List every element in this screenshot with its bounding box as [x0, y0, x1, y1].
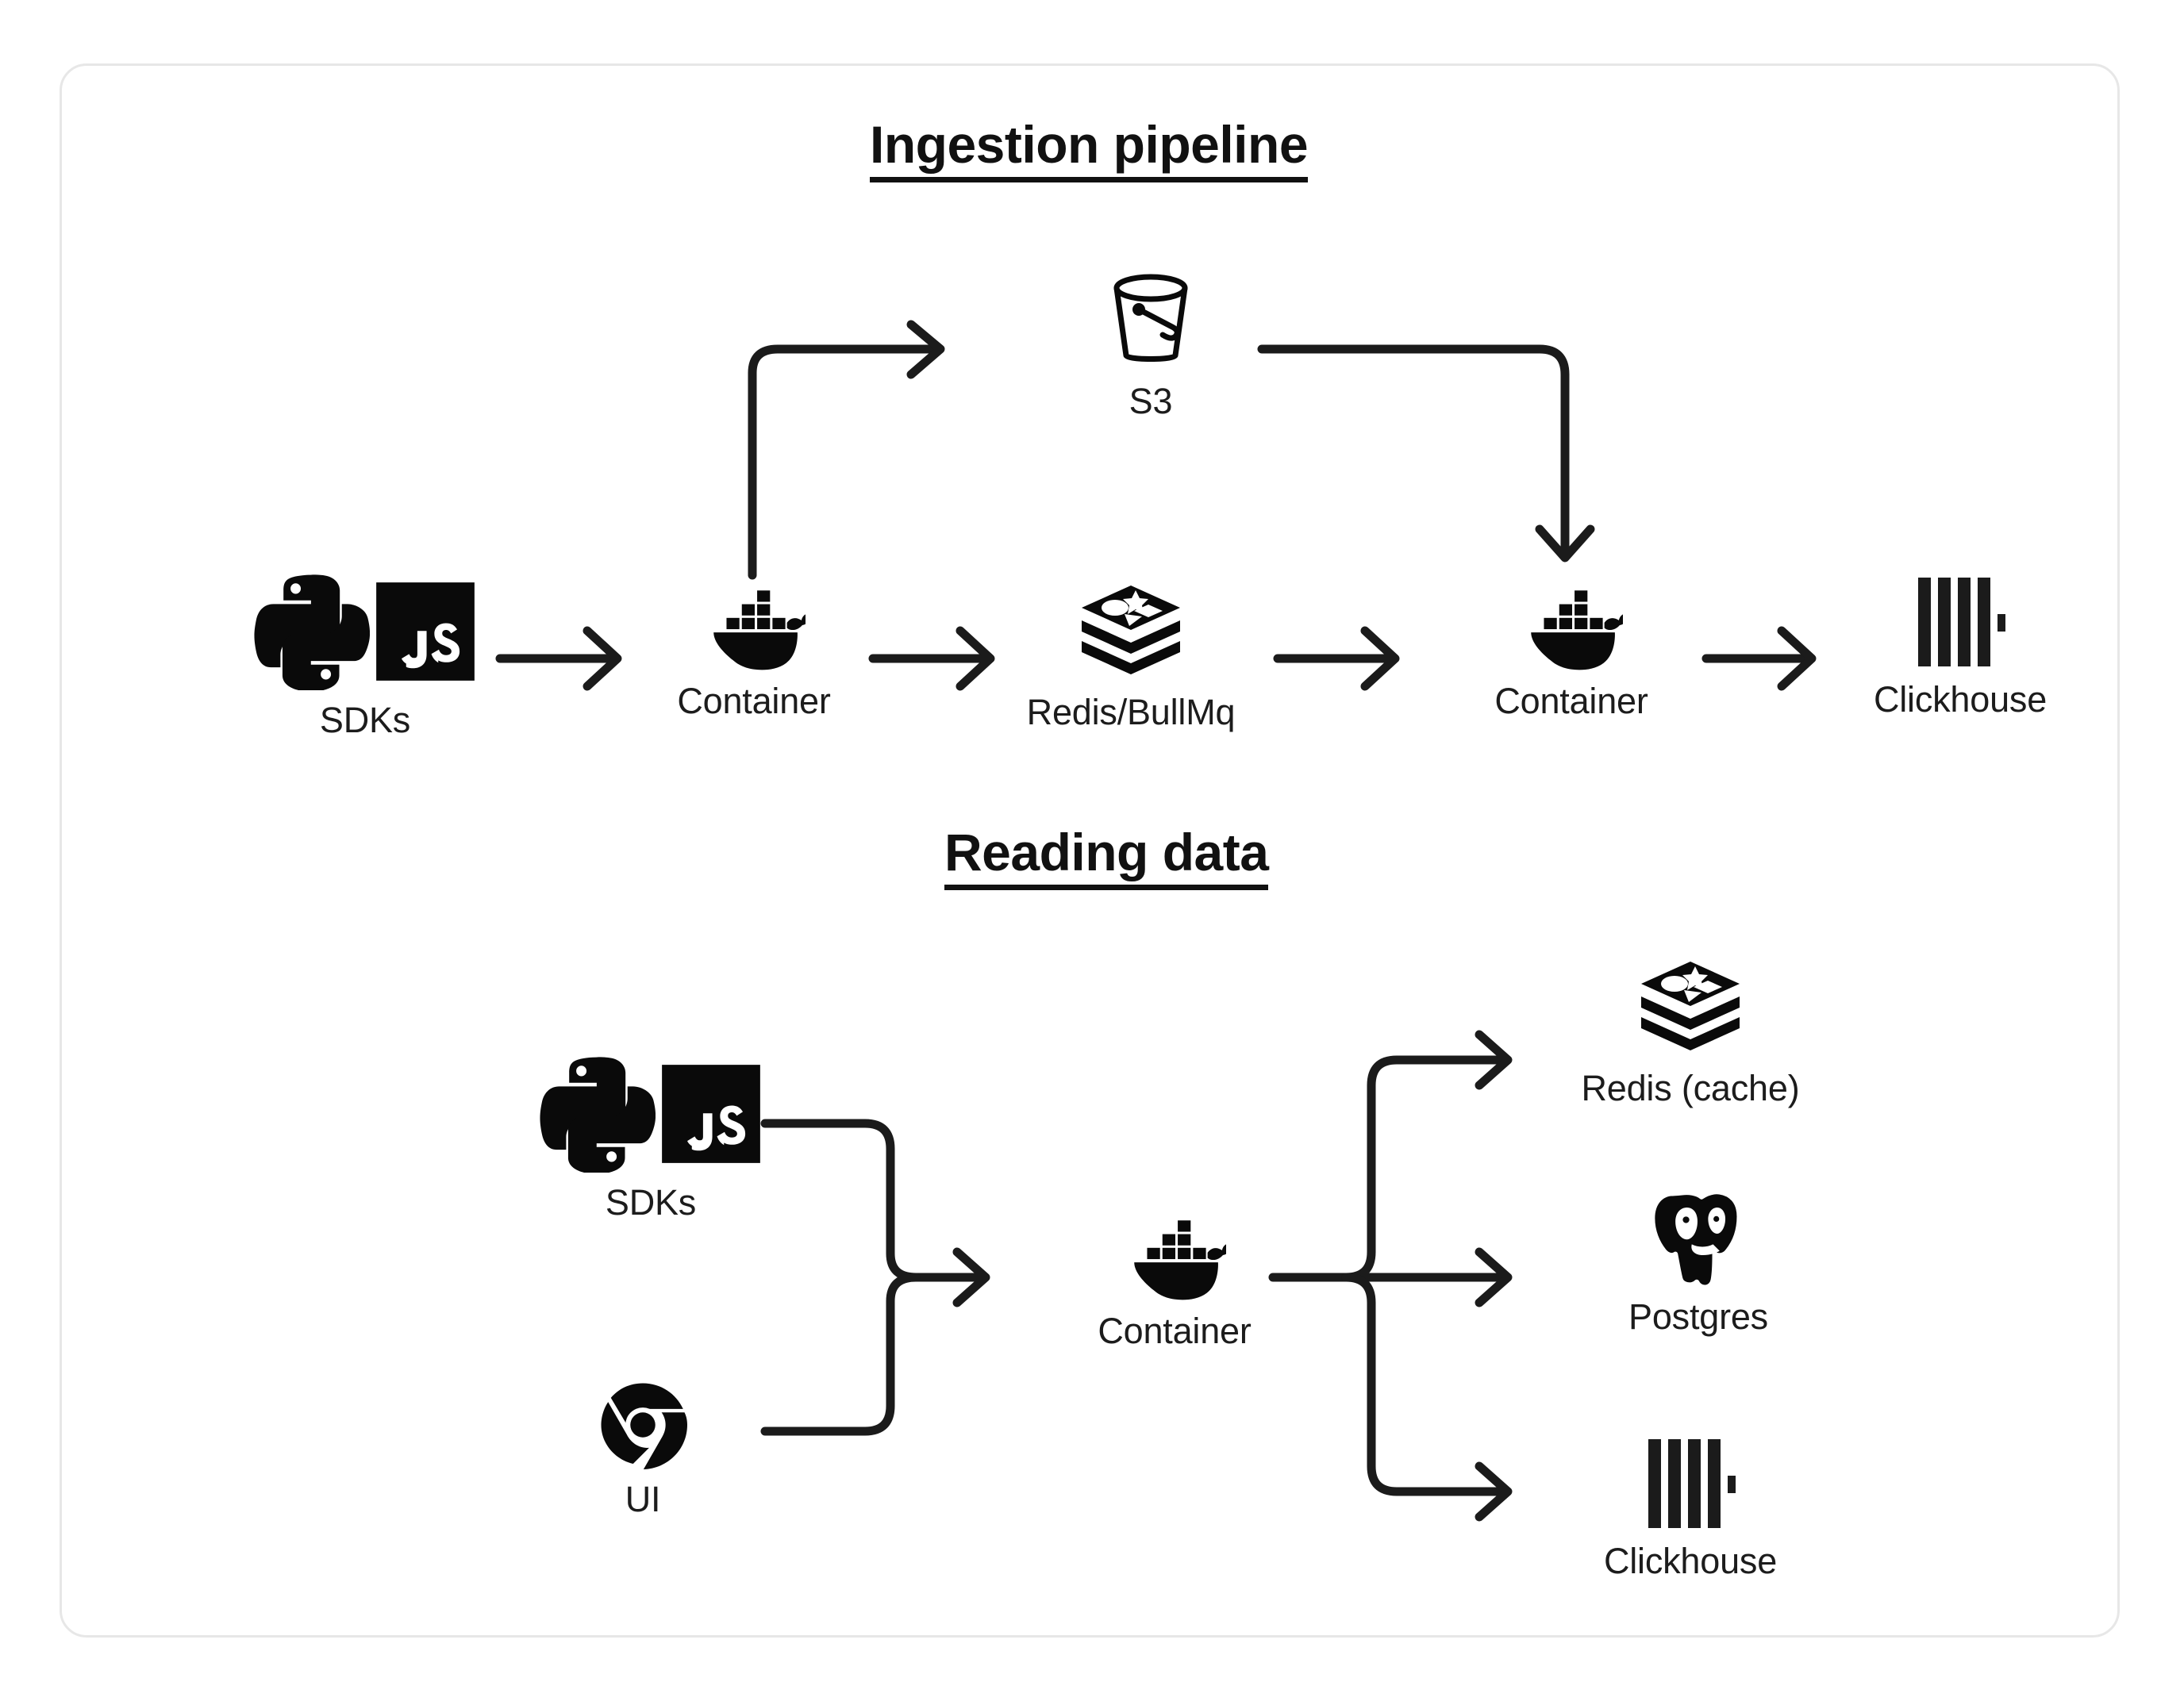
chrome-browser-icon [598, 1380, 687, 1469]
python-js-sdks-icon [252, 573, 478, 690]
node-redis-cache[interactable]: Redis (cache) [1540, 960, 1841, 1109]
edge-container-fanout [1268, 1030, 1513, 1522]
node-s3[interactable]: S3 [1040, 270, 1262, 422]
edge-s3-to-container [1257, 344, 1595, 563]
node-label: Redis/BullMq [1026, 692, 1236, 732]
node-container-1[interactable]: Container [635, 584, 873, 722]
node-clickhouse-reading[interactable]: Clickhouse [1555, 1436, 1825, 1582]
edge-redis-to-container [1273, 626, 1400, 691]
node-postgres[interactable]: Postgres [1579, 1182, 1817, 1338]
node-redis-bullmq[interactable]: Redis/BullMq [992, 584, 1270, 733]
node-label: Clickhouse [1873, 679, 2048, 720]
node-ui[interactable]: UI [556, 1380, 730, 1520]
s3-bucket-icon [1104, 270, 1198, 371]
edge-sources-merge-to-container [760, 1119, 990, 1436]
clickhouse-bars-icon [1913, 574, 2007, 670]
docker-whale-icon [1123, 1214, 1226, 1301]
node-clickhouse-ingestion[interactable]: Clickhouse [1825, 574, 2095, 720]
node-label: S3 [1129, 381, 1173, 421]
node-label: Container [677, 681, 831, 721]
node-label: Redis (cache) [1581, 1068, 1800, 1108]
section-title-ingestion: Ingestion pipeline [870, 117, 1309, 183]
node-label: Clickhouse [1603, 1541, 1778, 1581]
diagram-card [60, 63, 2120, 1638]
edge-container-to-clickhouse [1701, 626, 1817, 691]
node-label: UI [625, 1479, 661, 1519]
docker-whale-icon [702, 584, 806, 671]
edge-container-to-s3 [748, 320, 945, 580]
redis-stack-icon [1640, 960, 1741, 1058]
node-label: Postgres [1628, 1296, 1768, 1337]
edge-container-to-redis [868, 626, 995, 691]
node-sdks-reading[interactable]: SDKs [524, 1055, 778, 1223]
edge-sdks-to-container [495, 626, 622, 691]
python-js-sdks-icon [538, 1055, 763, 1173]
node-sdks-ingestion[interactable]: SDKs [238, 573, 492, 741]
redis-stack-icon [1080, 584, 1182, 682]
node-label: Container [1098, 1311, 1252, 1351]
section-title-reading: Reading data [944, 824, 1269, 891]
node-container-2[interactable]: Container [1452, 584, 1690, 722]
node-label: Container [1494, 681, 1648, 721]
postgres-elephant-icon [1646, 1182, 1751, 1287]
node-container-3[interactable]: Container [1055, 1214, 1294, 1352]
node-label: SDKs [319, 700, 411, 740]
clickhouse-bars-icon [1644, 1436, 1737, 1531]
node-label: SDKs [605, 1182, 697, 1223]
docker-whale-icon [1520, 584, 1623, 671]
